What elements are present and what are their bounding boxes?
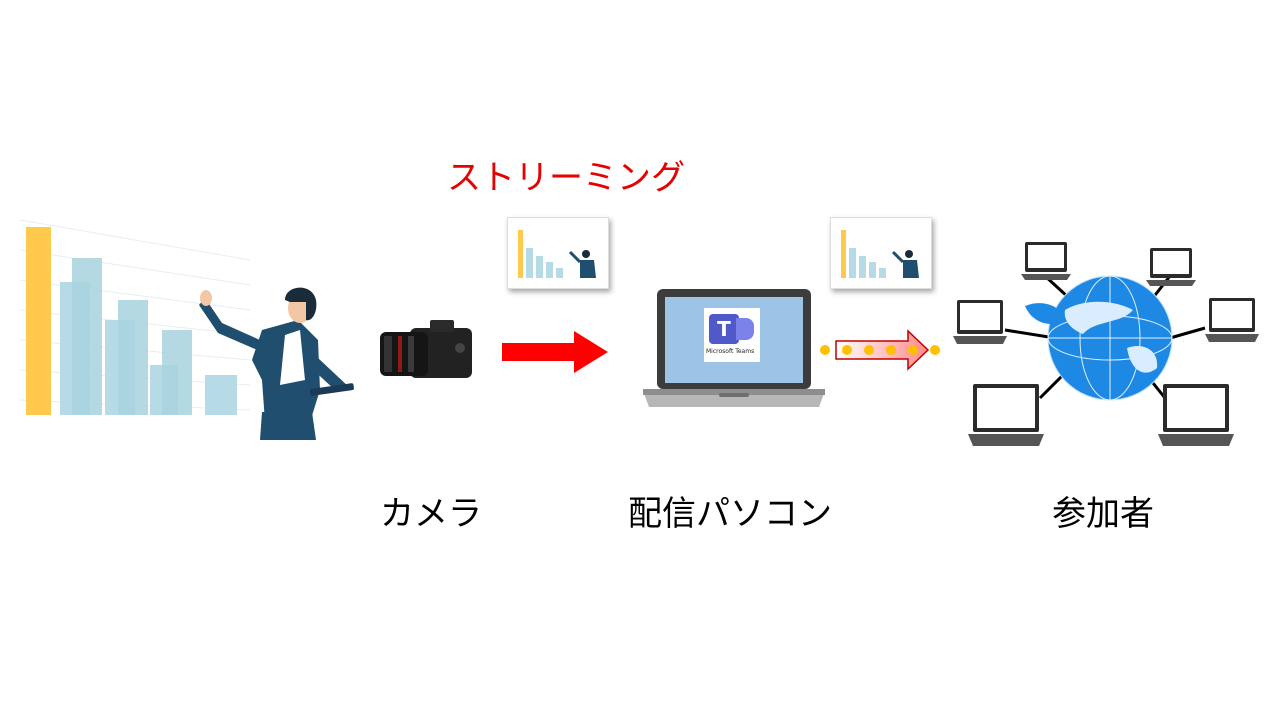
participants-network bbox=[945, 238, 1267, 452]
pc-label: 配信パソコン bbox=[628, 494, 832, 534]
streaming-label: ストリーミング bbox=[447, 158, 685, 198]
camera-icon bbox=[380, 318, 476, 380]
camera-label: カメラ bbox=[380, 494, 482, 534]
streaming-arrow bbox=[502, 331, 608, 373]
participants-label: 参加者 bbox=[1052, 494, 1154, 534]
chart-bar-yellow bbox=[26, 227, 51, 415]
participant-laptops bbox=[953, 242, 1259, 446]
teams-logo-accent bbox=[736, 318, 754, 340]
presentation-thumbnail-2 bbox=[830, 217, 932, 289]
presenter-illustration bbox=[0, 190, 360, 450]
presenter-figure bbox=[199, 287, 354, 440]
teams-app-name: Microsoft Teams bbox=[706, 348, 755, 355]
transmission-arrow bbox=[818, 329, 944, 371]
presentation-thumbnail bbox=[507, 217, 609, 289]
teams-app-tile[interactable]: T Microsoft Teams bbox=[704, 308, 760, 362]
globe-icon bbox=[1025, 275, 1173, 401]
teams-logo-icon: T bbox=[709, 314, 739, 344]
